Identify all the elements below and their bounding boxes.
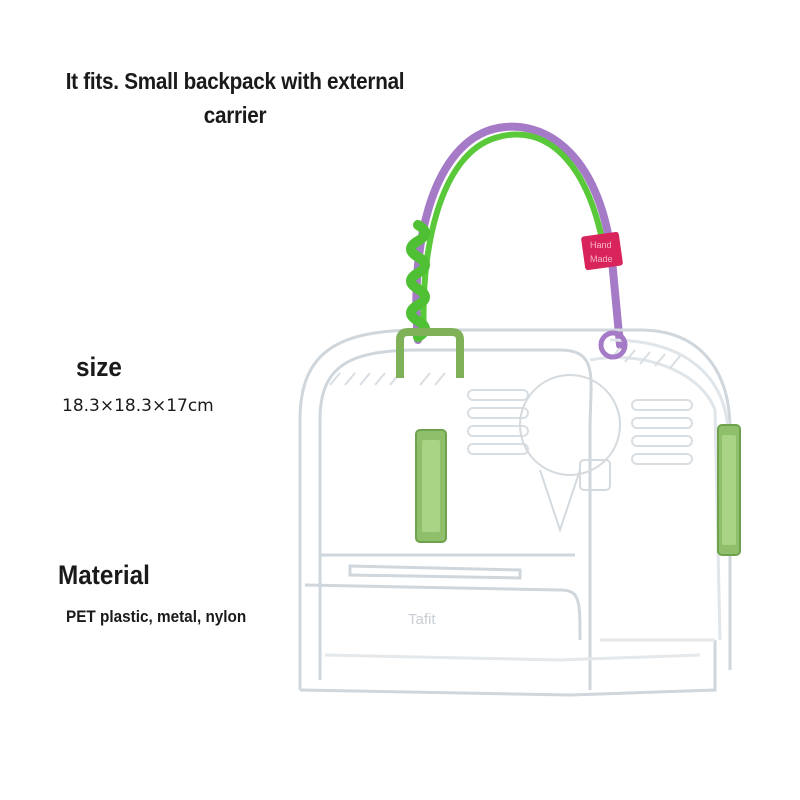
pet-carrier-image: Hand Made: [298, 122, 741, 697]
interior-fixture: [519, 374, 621, 534]
size-label: size: [76, 352, 122, 382]
carrier-body: [298, 328, 732, 697]
headline-line-1: It fits. Small backpack with external: [65, 68, 405, 94]
headline: It fits. Small backpack with external ca…: [60, 64, 411, 132]
size-value: 18.3×18.3×17cm: [62, 396, 214, 416]
brand-logo-text: Tafit: [408, 611, 436, 628]
tag-text-line-1: Hand: [590, 240, 612, 250]
material-label: Material: [58, 560, 150, 590]
hand-made-tag: Hand Made: [581, 231, 623, 271]
headline-line-2: carrier: [203, 102, 267, 128]
side-latches: [415, 424, 741, 556]
material-value: PET plastic, metal, nylon: [66, 607, 247, 626]
handle-strap: [406, 122, 624, 349]
handle-clip: [396, 328, 628, 378]
ventilation-slots: [329, 347, 693, 465]
tag-text-line-2: Made: [590, 254, 613, 264]
